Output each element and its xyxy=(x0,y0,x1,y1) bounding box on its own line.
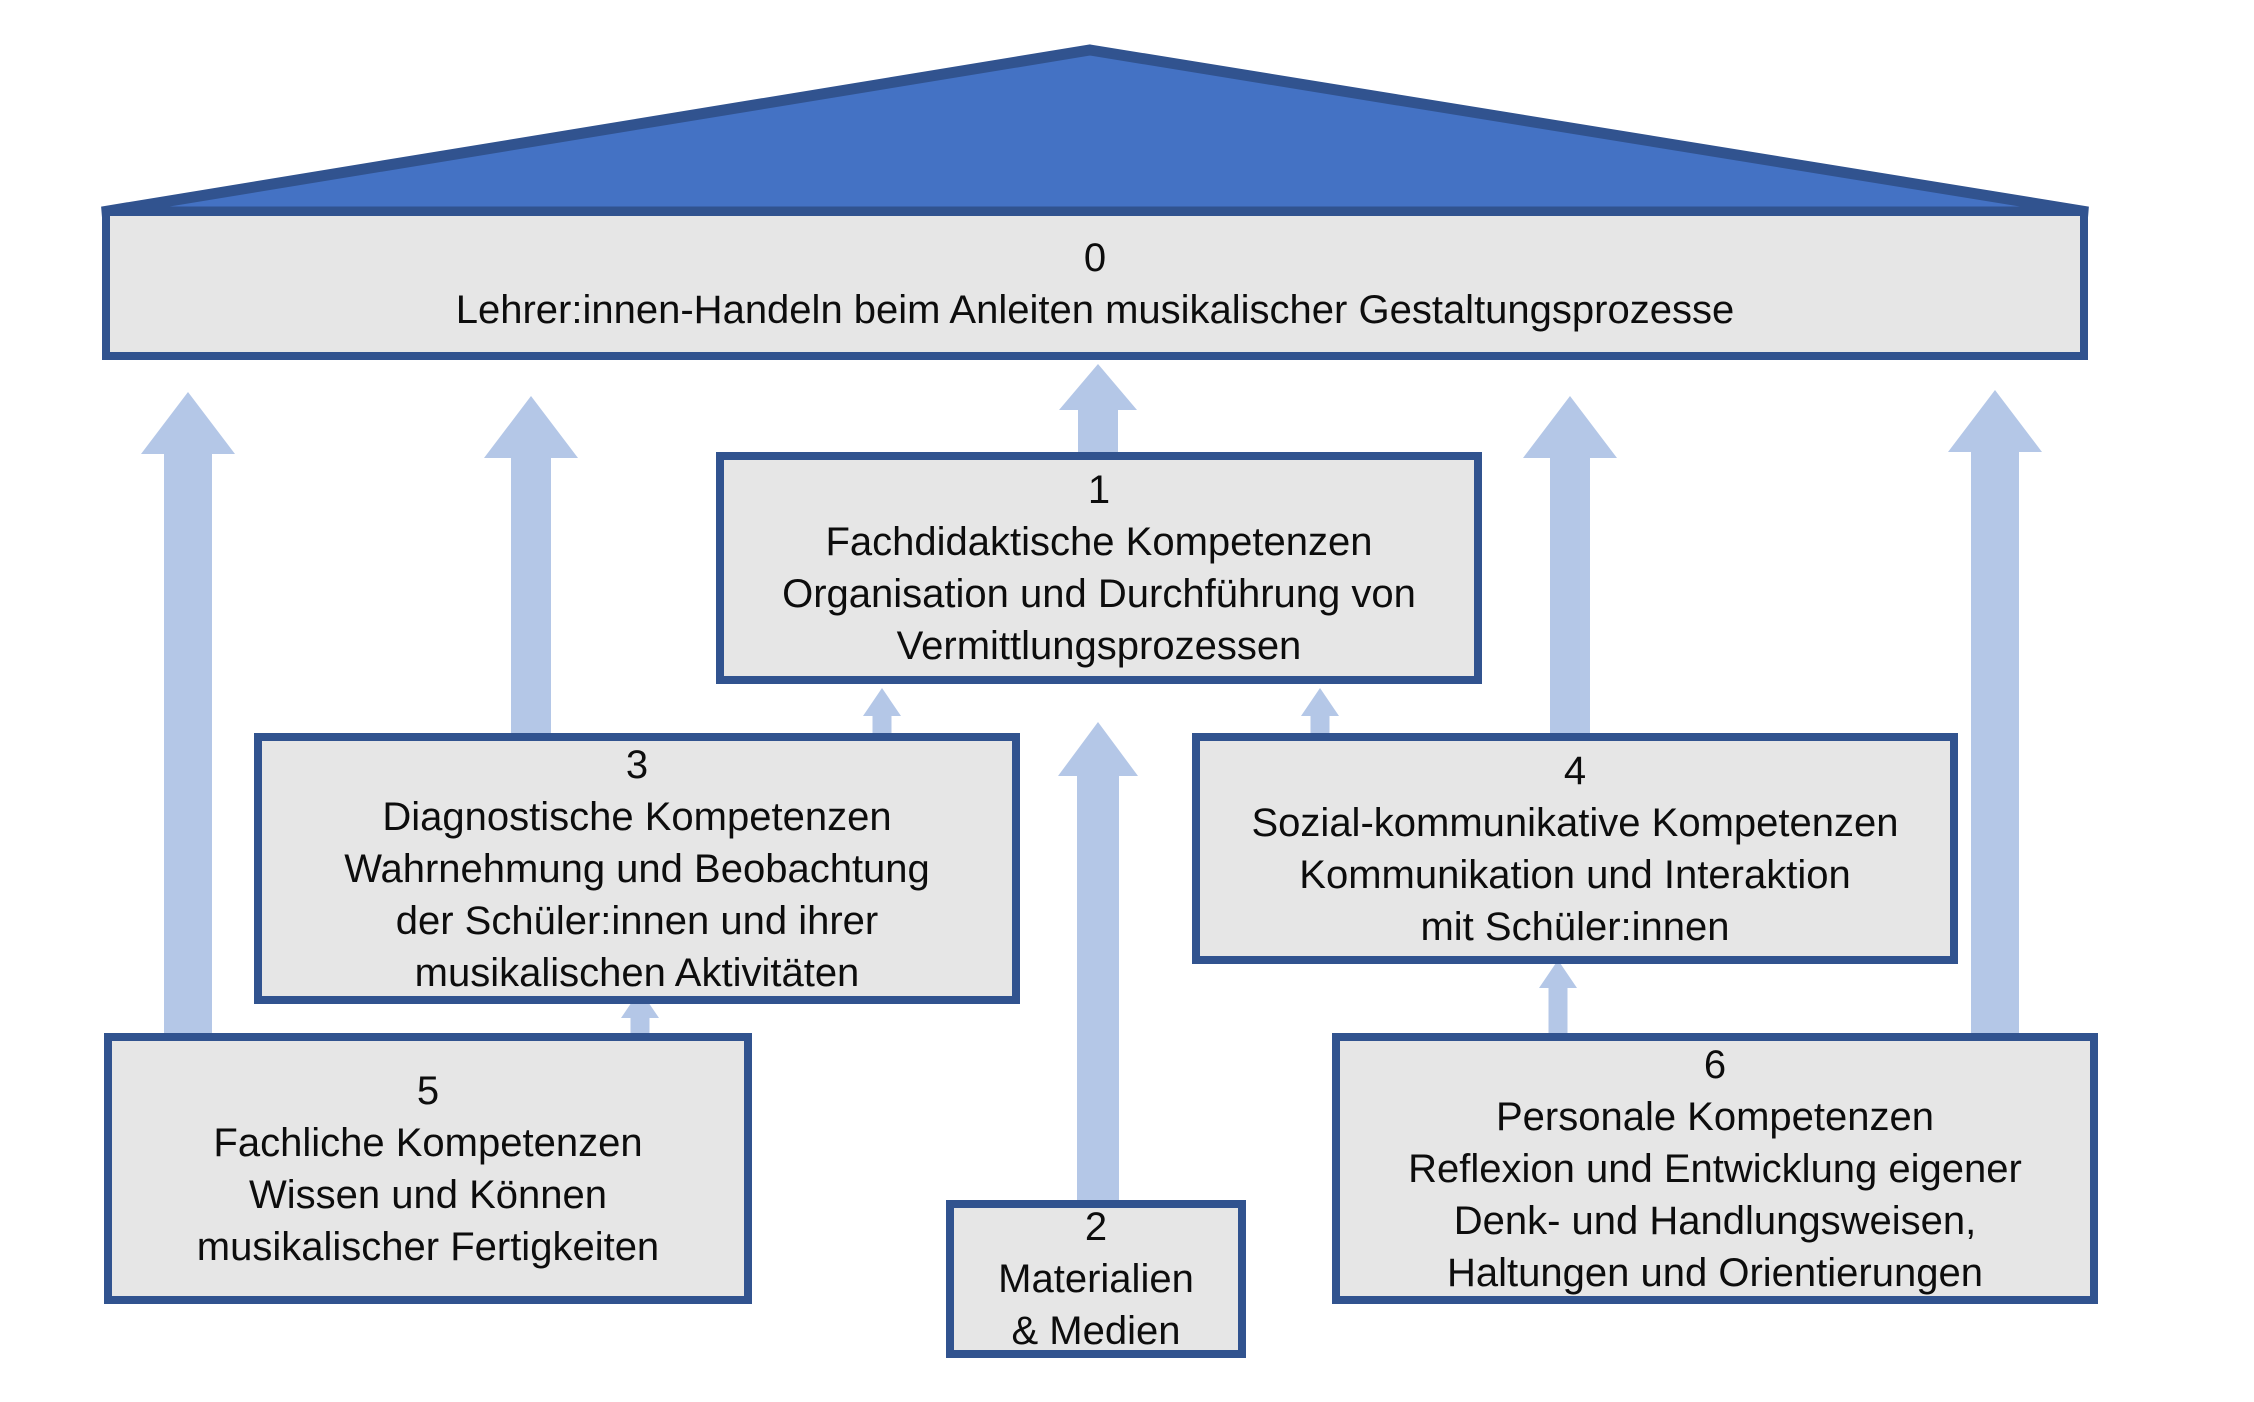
competency-box-4[interactable] xyxy=(1192,733,1958,964)
arrow-up-small-right xyxy=(1301,688,1339,744)
arrow-up-small-left xyxy=(863,688,901,744)
competency-box-2[interactable] xyxy=(946,1200,1246,1358)
arrow-up-small-box6-box4 xyxy=(1539,960,1577,1045)
arrow-up-large-left-inner xyxy=(484,396,578,733)
arrow-layer xyxy=(141,364,2042,1200)
competency-box-3[interactable] xyxy=(254,733,1020,1004)
competency-box-5[interactable] xyxy=(104,1033,752,1304)
arrow-up-large-right xyxy=(1948,390,2042,1033)
pediment-triangle xyxy=(101,44,2089,218)
arrow-up-center xyxy=(1059,364,1137,452)
box-layer xyxy=(102,208,2098,1358)
arrow-up-small-box5-box3 xyxy=(621,990,659,1045)
competency-box-6[interactable] xyxy=(1332,1033,2098,1304)
competency-box-0[interactable] xyxy=(102,208,2088,360)
arrow-up-large-left xyxy=(141,392,235,1033)
roof-pediment xyxy=(101,44,2089,218)
competency-box-1[interactable] xyxy=(716,452,1482,684)
arrow-up-large-right-inner xyxy=(1523,396,1617,733)
arrow-up-medium-center xyxy=(1058,722,1138,1200)
